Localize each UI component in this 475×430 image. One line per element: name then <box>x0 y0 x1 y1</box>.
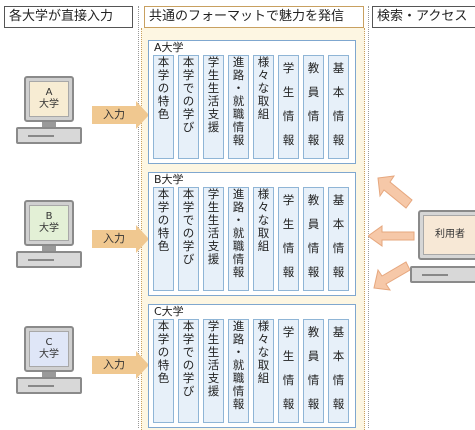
monitor-neck <box>42 372 56 377</box>
monitor-icon: C 大学 <box>24 326 74 372</box>
header-left: 各大学が直接入力 <box>4 6 133 28</box>
info-column: 教員情報 <box>303 187 324 291</box>
info-column: 進路・就職情報 <box>228 55 249 159</box>
info-column: 進路・就職情報 <box>228 319 249 423</box>
card-title: C大学 <box>154 305 184 318</box>
divider-right <box>368 6 369 428</box>
monitor-icon: B 大学 <box>24 200 74 246</box>
screen: B 大学 <box>29 205 69 241</box>
info-column: 基本情報 <box>328 319 349 423</box>
arrow-right-icon <box>136 101 149 129</box>
keyboard-icon <box>410 266 475 283</box>
input-label: 入力 <box>92 106 136 124</box>
card-title: B大学 <box>154 173 184 186</box>
info-column: 様々な取組 <box>253 187 274 291</box>
info-column: 本学での学び <box>178 55 199 159</box>
arrow-down-left-icon <box>373 261 411 291</box>
info-column: 教員情報 <box>303 319 324 423</box>
screen: 利用者 <box>423 215 475 255</box>
info-column: 本学の特色 <box>153 319 174 423</box>
university-letter: C <box>45 337 53 348</box>
computer-base <box>16 127 82 144</box>
computer-base <box>16 377 82 394</box>
university-label: 大学 <box>39 99 59 110</box>
university-letter: A <box>45 87 53 98</box>
university-card-a: A大学 本学の特色本学での学び学生生活支援進路・就職情報様々な取組学生情報教員情… <box>148 40 356 164</box>
university-label: 大学 <box>39 349 59 360</box>
card-title: A大学 <box>154 41 184 54</box>
info-column: 教員情報 <box>303 55 324 159</box>
user-access-arrows <box>368 175 415 291</box>
info-column: 学生生活支援 <box>203 319 224 423</box>
header-center: 共通のフォーマットで魅力を発信 <box>144 6 364 28</box>
info-column: 基本情報 <box>328 187 349 291</box>
info-column: 様々な取組 <box>253 55 274 159</box>
arrow-left-icon <box>368 225 415 247</box>
divider-left <box>138 6 139 428</box>
info-column: 進路・就職情報 <box>228 187 249 291</box>
university-card-b: B大学 本学の特色本学での学び学生生活支援進路・就職情報様々な取組学生情報教員情… <box>148 172 356 296</box>
monitor-icon: A 大学 <box>24 76 74 122</box>
university-label: 大学 <box>39 223 59 234</box>
screen: A 大学 <box>29 81 69 117</box>
monitor-neck <box>42 246 56 251</box>
info-column: 基本情報 <box>328 55 349 159</box>
info-column: 学生情報 <box>278 55 299 159</box>
arrow-up-left-icon <box>377 175 413 209</box>
arrow-right-icon <box>136 351 149 379</box>
info-column: 本学の特色 <box>153 55 174 159</box>
info-column: 学生生活支援 <box>203 55 224 159</box>
info-column: 様々な取組 <box>253 319 274 423</box>
input-label: 入力 <box>92 230 136 248</box>
arrow-right-icon <box>136 225 149 253</box>
info-column: 学生情報 <box>278 187 299 291</box>
screen: C 大学 <box>29 331 69 367</box>
user-label: 利用者 <box>435 229 465 240</box>
university-letter: B <box>45 211 53 222</box>
monitor-icon: 利用者 <box>418 210 475 260</box>
info-column: 学生情報 <box>278 319 299 423</box>
input-label: 入力 <box>92 356 136 374</box>
university-card-c: C大学 本学の特色本学での学び学生生活支援進路・就職情報様々な取組学生情報教員情… <box>148 304 356 428</box>
monitor-neck <box>42 122 56 127</box>
info-column: 学生生活支援 <box>203 187 224 291</box>
info-column: 本学の特色 <box>153 187 174 291</box>
info-column: 本学での学び <box>178 319 199 423</box>
header-right: 検索・アクセス <box>372 6 475 28</box>
computer-base <box>16 251 82 268</box>
info-column: 本学での学び <box>178 187 199 291</box>
